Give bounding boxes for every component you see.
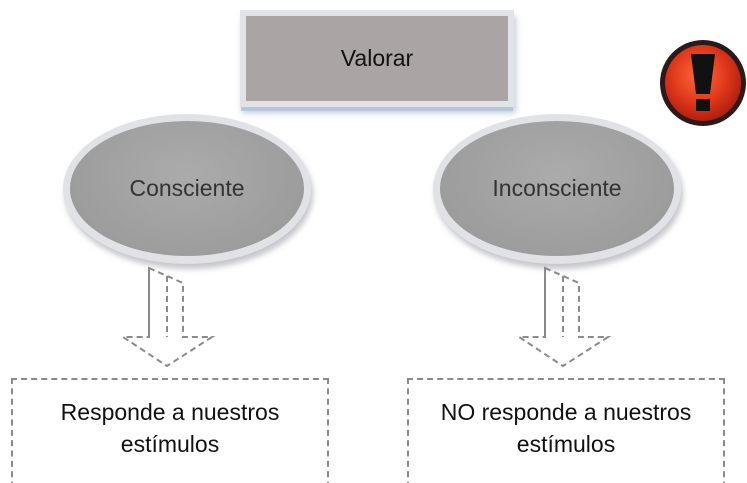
result-text-inconsciente: NO responde a nuestros estímulos [440, 399, 692, 457]
result-text-consciente: Responde a nuestros estímulos [60, 399, 280, 457]
down-arrow-consciente [119, 266, 216, 368]
branch-node-consciente: Consciente [63, 114, 311, 264]
down-arrow-inconsciente [515, 266, 612, 368]
exclamation-warning-icon [660, 40, 746, 126]
result-box-inconsciente: NO responde a nuestros estímulos [407, 378, 725, 483]
result-box-consciente: Responde a nuestros estímulos [11, 378, 329, 483]
branch-node-inconsciente: Inconsciente [433, 114, 681, 264]
root-node: Valorar [240, 10, 514, 107]
branch-node-inconsciente-label: Inconsciente [440, 121, 674, 256]
branch-node-consciente-label: Consciente [70, 121, 304, 256]
root-node-label: Valorar [246, 16, 508, 101]
